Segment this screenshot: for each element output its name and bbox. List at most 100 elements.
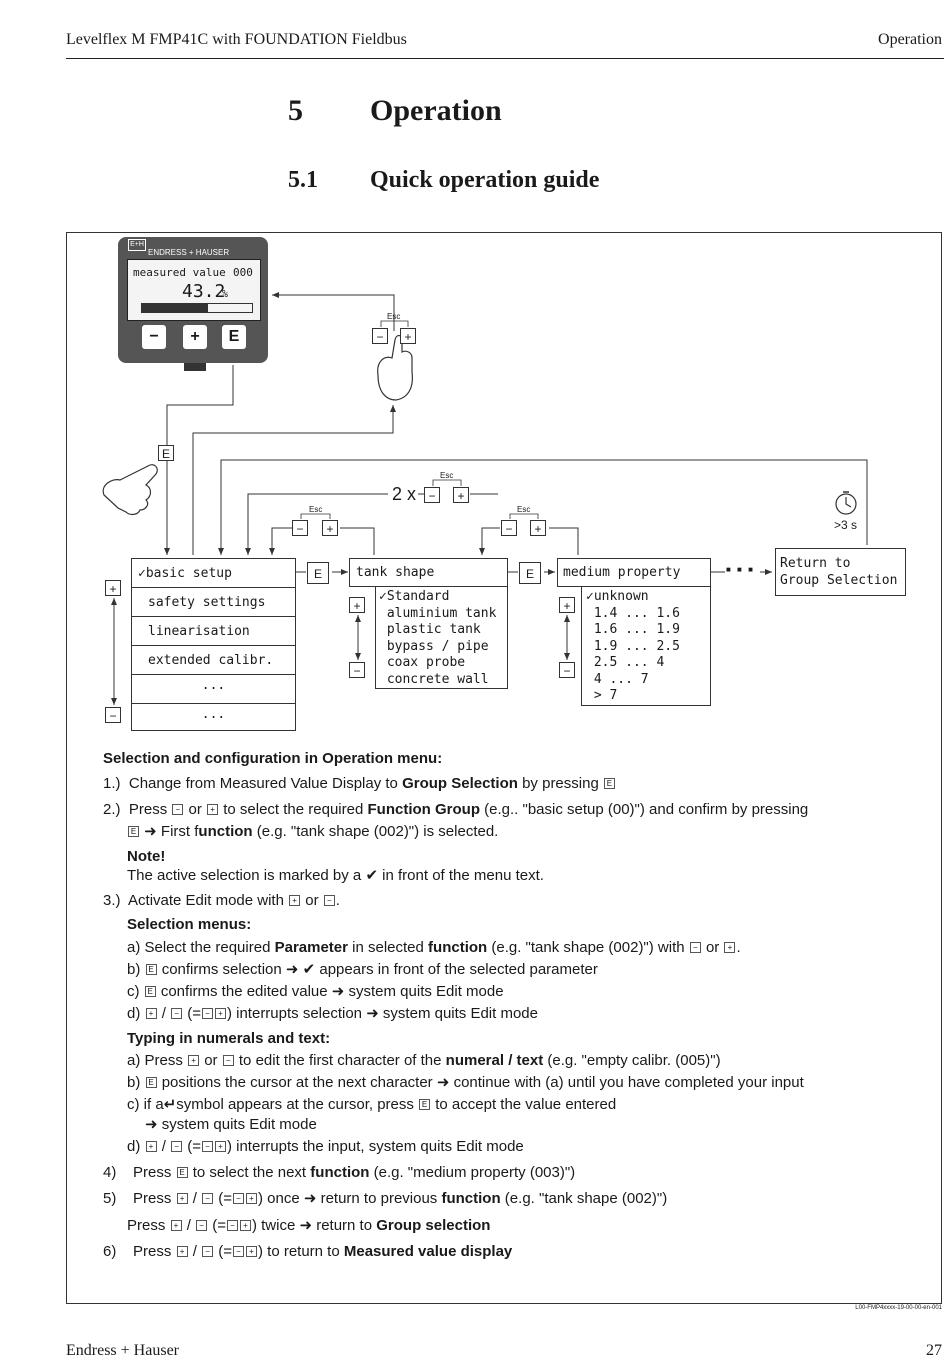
- medium-title: medium property: [563, 565, 681, 580]
- menu-item-extended-calibr[interactable]: extended calibr.: [132, 646, 295, 675]
- plus-key-icon: +: [214, 1141, 226, 1152]
- enter-key[interactable]: E: [519, 562, 541, 584]
- running-header-section: Operation: [878, 31, 942, 48]
- hand-pressing-icon: [102, 464, 158, 516]
- minus-key-icon: −: [171, 1141, 183, 1152]
- enter-key-icon: E: [419, 1099, 431, 1110]
- subsection-number: 5.1: [288, 167, 318, 193]
- typing-step-b: b) E positions the cursor at the next ch…: [127, 1074, 804, 1091]
- device-enter-key[interactable]: E: [222, 325, 246, 349]
- plus-key[interactable]: +: [349, 597, 365, 613]
- plus-key-icon: +: [188, 1055, 200, 1066]
- minus-key[interactable]: −: [372, 328, 388, 344]
- hand-pressing-esc-icon: [377, 334, 413, 401]
- function-title-box: tank shape: [349, 558, 508, 587]
- step-6: 6) Press + / − (=−+) to return to Measur…: [103, 1243, 513, 1260]
- device-connector: [184, 363, 206, 371]
- lcd-bargraph: [141, 303, 253, 313]
- plus-key-icon: +: [170, 1220, 182, 1231]
- plus-key-icon: +: [245, 1246, 257, 1257]
- selection-step-a: a) Select the required Parameter in sele…: [127, 939, 741, 956]
- menu-item-more: ...: [201, 707, 226, 722]
- figure-reference: L00-FMP4xxxx-19-00-00-en-001: [855, 1305, 942, 1311]
- enter-key-icon: E: [176, 1167, 188, 1178]
- menu-item-basic-setup[interactable]: ✓basic setup: [132, 559, 295, 588]
- enter-key-icon: E: [145, 1077, 157, 1088]
- lcd-measured-value: 43.2: [182, 281, 226, 302]
- step-5: 5) Press + / − (=−+) once ➜ return to pr…: [103, 1190, 668, 1207]
- plus-key-icon: +: [176, 1246, 188, 1257]
- plus-key-icon: +: [145, 1141, 157, 1152]
- device-minus-key[interactable]: −: [142, 325, 166, 349]
- enter-key-icon: E: [603, 778, 615, 789]
- esc-label: Esc: [309, 505, 323, 514]
- plus-key-icon: +: [289, 895, 301, 906]
- lcd-unit: %: [222, 289, 229, 300]
- medium-options-box: ✓unknown 1.4 ... 1.6 1.6 ... 1.9 1.9 ...…: [581, 586, 711, 706]
- selection-step-c: c) E confirms the edited value ➜ system …: [127, 983, 504, 1000]
- esc-label: Esc: [440, 471, 454, 480]
- plus-key-icon: +: [245, 1193, 257, 1204]
- minus-key-icon: −: [172, 804, 184, 815]
- minus-key[interactable]: −: [559, 662, 575, 678]
- minus-key[interactable]: −: [501, 520, 517, 536]
- enter-key[interactable]: E: [158, 445, 174, 461]
- minus-key-icon: −: [202, 1246, 214, 1257]
- medium-options[interactable]: ✓unknown 1.4 ... 1.6 1.6 ... 1.9 1.9 ...…: [586, 589, 680, 703]
- function-options-box: ✓Standard aluminium tank plastic tank by…: [375, 586, 508, 689]
- footer-publisher: Endress + Hauser: [66, 1342, 179, 1359]
- lcd-function-code: 000: [233, 266, 253, 279]
- plus-key[interactable]: +: [322, 520, 338, 536]
- typing-title: Typing in numerals and text:: [127, 1030, 331, 1047]
- continuation-dots: ■ ■ ■: [726, 565, 755, 574]
- menu-item-linearisation[interactable]: linearisation: [132, 617, 295, 646]
- step-5-twice: Press + / − (=−+) twice ➜ return to Grou…: [127, 1217, 491, 1234]
- plus-key-icon: +: [176, 1193, 188, 1204]
- section-number: 5: [288, 94, 303, 127]
- minus-key[interactable]: −: [349, 662, 365, 678]
- esc-label: Esc: [387, 312, 401, 321]
- typing-step-c-cont: ➜ system quits Edit mode: [145, 1116, 317, 1133]
- minus-key-icon: −: [232, 1246, 244, 1257]
- note-title: Note!: [127, 848, 166, 865]
- enter-key-icon: E: [144, 986, 156, 997]
- selection-step-b: b) E confirms selection ➜ ✔ appears in f…: [127, 961, 598, 978]
- lcd-label: measured value: [133, 266, 226, 279]
- plus-key[interactable]: +: [530, 520, 546, 536]
- typing-step-a: a) Press + or − to edit the first charac…: [127, 1052, 721, 1069]
- step-2: 2.) Press − or + to select the required …: [103, 801, 809, 818]
- typing-step-c: c) if a↵symbol appears at the cursor, pr…: [127, 1096, 617, 1113]
- return-to-group-label: Return to Group Selection: [780, 556, 898, 588]
- header-rule: [66, 58, 944, 59]
- plus-key-icon: +: [214, 1008, 226, 1019]
- minus-key-icon: −: [226, 1220, 238, 1231]
- enter-key-icon: E: [128, 826, 139, 837]
- group-selection-menu: ✓basic setup safety settings linearisati…: [131, 558, 296, 731]
- minus-key-icon: −: [201, 1141, 213, 1152]
- plus-key[interactable]: +: [559, 597, 575, 613]
- instructions-heading: Selection and configuration in Operation…: [103, 750, 443, 767]
- menu-item-safety-settings[interactable]: safety settings: [132, 588, 295, 617]
- section-title: Operation: [370, 94, 502, 127]
- page-number: 27: [926, 1342, 942, 1359]
- minus-key[interactable]: −: [292, 520, 308, 536]
- device-plus-key[interactable]: +: [183, 325, 207, 349]
- menu-item-more: ...: [132, 675, 295, 704]
- enter-key[interactable]: E: [307, 562, 329, 584]
- return-to-group-box[interactable]: Return to Group Selection: [775, 548, 906, 596]
- plus-key[interactable]: +: [400, 328, 416, 344]
- plus-key-icon: +: [724, 942, 736, 953]
- step-4: 4) Press E to select the next function (…: [103, 1164, 576, 1181]
- device-brand: ENDRESS + HAUSER: [148, 248, 230, 257]
- minus-key[interactable]: −: [424, 487, 440, 503]
- function-options[interactable]: ✓Standard aluminium tank plastic tank by…: [379, 589, 497, 687]
- minus-key-icon: −: [222, 1055, 234, 1066]
- note-text: The active selection is marked by a ✔ in…: [127, 867, 544, 884]
- subsection-title: Quick operation guide: [370, 167, 600, 193]
- plus-key[interactable]: +: [453, 487, 469, 503]
- plus-key[interactable]: +: [105, 580, 121, 596]
- selection-menus-title: Selection menus:: [127, 916, 252, 933]
- minus-key[interactable]: −: [105, 707, 121, 723]
- function-title: tank shape: [356, 565, 435, 580]
- selection-step-d: d) + / − (=−+) interrupts selection ➜ sy…: [127, 1005, 538, 1022]
